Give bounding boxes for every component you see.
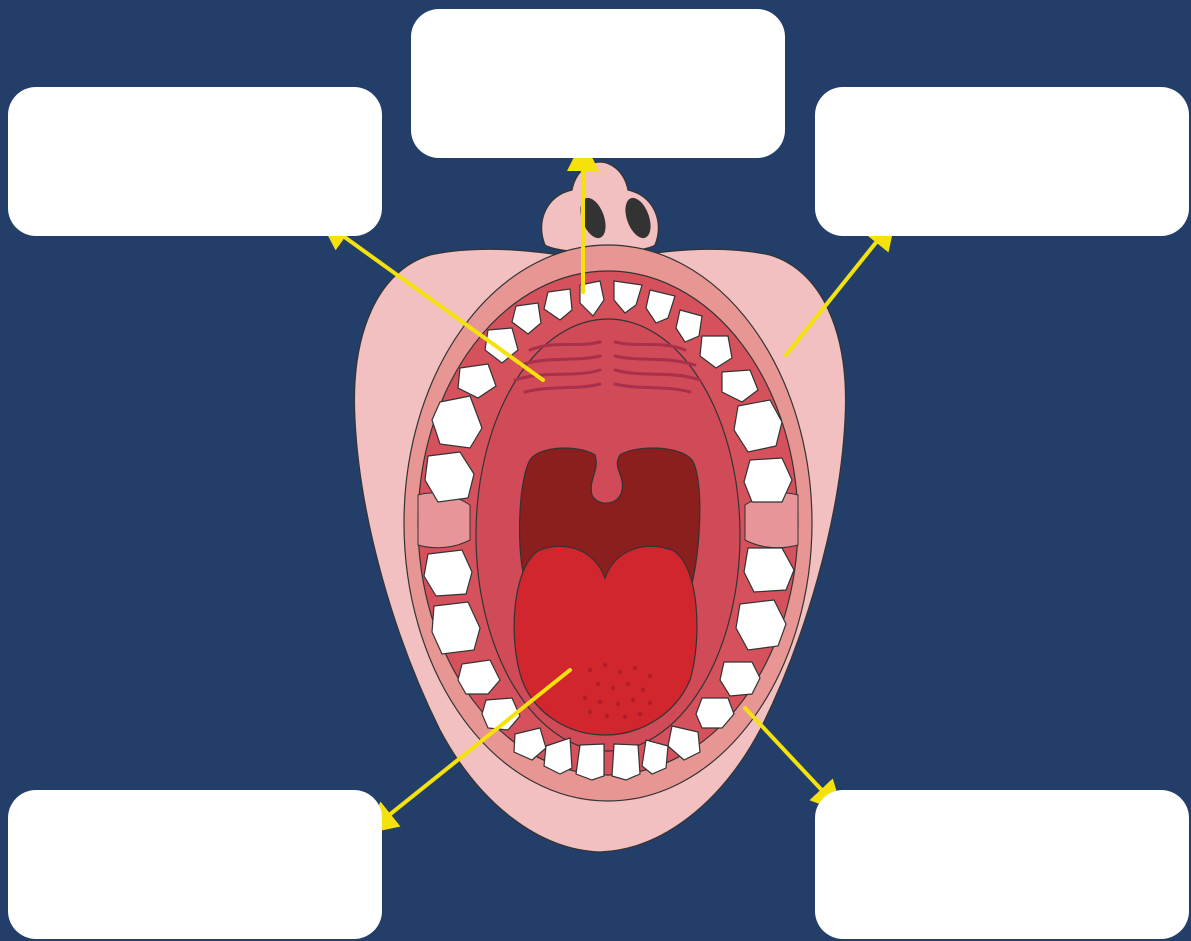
teeth-arrow — [745, 708, 832, 801]
tooth — [612, 744, 640, 780]
label-box-upper-left[interactable] — [8, 87, 382, 236]
tooth — [642, 740, 668, 774]
label-box-upper-right[interactable] — [815, 87, 1189, 236]
tooth — [424, 550, 472, 596]
tooth — [576, 744, 604, 780]
label-box-lower-right[interactable] — [815, 790, 1189, 939]
label-box-lower-left[interactable] — [8, 790, 382, 939]
label-box-top[interactable] — [411, 9, 785, 158]
tooth — [744, 458, 792, 502]
